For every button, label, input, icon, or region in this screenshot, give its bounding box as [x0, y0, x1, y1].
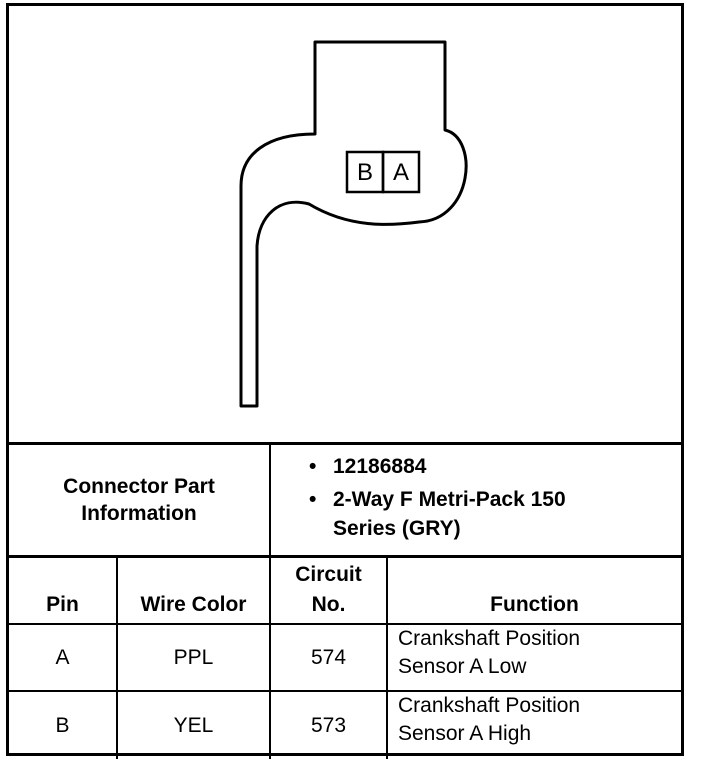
divider-part-info-vertical [269, 442, 271, 555]
header-circuit-line2: No. [311, 593, 346, 616]
bullet-icon: • [309, 455, 317, 478]
divider-col-pin [116, 555, 118, 759]
row-a-function-line2: Sensor A Low [398, 655, 527, 678]
row-a-circuit: 574 [310, 645, 347, 669]
row-b-function-line2: Sensor A High [398, 722, 532, 745]
header-circuit-line1: Circuit [295, 563, 362, 586]
cavity-label-a: A [392, 159, 409, 186]
row-b-pin: B [55, 713, 70, 737]
cavity-label-b: B [356, 159, 373, 186]
part-info-item: • 12186884 [305, 452, 675, 481]
divider-col-wire [269, 555, 271, 759]
divider-diagram [9, 442, 681, 445]
header-wire-color: Wire Color [140, 593, 247, 616]
row-a-wire-color: PPL [173, 645, 214, 669]
part-number: 12186884 [333, 455, 427, 478]
bullet-icon: • [309, 488, 317, 511]
header-pin: Pin [46, 593, 79, 616]
divider-col-circuit [386, 555, 388, 759]
row-a-function: Crankshaft Position Sensor A Low [388, 625, 681, 690]
row-a-function-line1: Crankshaft Position [398, 627, 581, 650]
divider-row-a [9, 690, 681, 692]
connector-outline [239, 40, 468, 408]
divider-part-info [9, 555, 681, 558]
row-b-function-line1: Crankshaft Position [398, 694, 581, 717]
part-info-item: • 2-Way F Metri-Pack 150 Series (GRY) [305, 485, 613, 543]
connector-diagram: B A [9, 6, 681, 442]
connector-type: 2-Way F Metri-Pack 150 Series (GRY) [333, 488, 566, 540]
row-b-circuit: 573 [310, 713, 347, 737]
header-function: Function [490, 593, 579, 616]
connector-info-frame: B A Connector Part Information • 1218688… [6, 3, 684, 759]
cavity-a-box [381, 150, 421, 194]
row-a-pin: A [55, 645, 70, 669]
row-b-function: Crankshaft Position Sensor A High [388, 692, 681, 759]
divider-header [9, 623, 681, 625]
part-info-list: • 12186884 • 2-Way F Metri-Pack 150 Seri… [305, 452, 675, 547]
row-b-wire-color: YEL [173, 713, 214, 737]
part-info-label: Connector Part Information [63, 475, 215, 525]
